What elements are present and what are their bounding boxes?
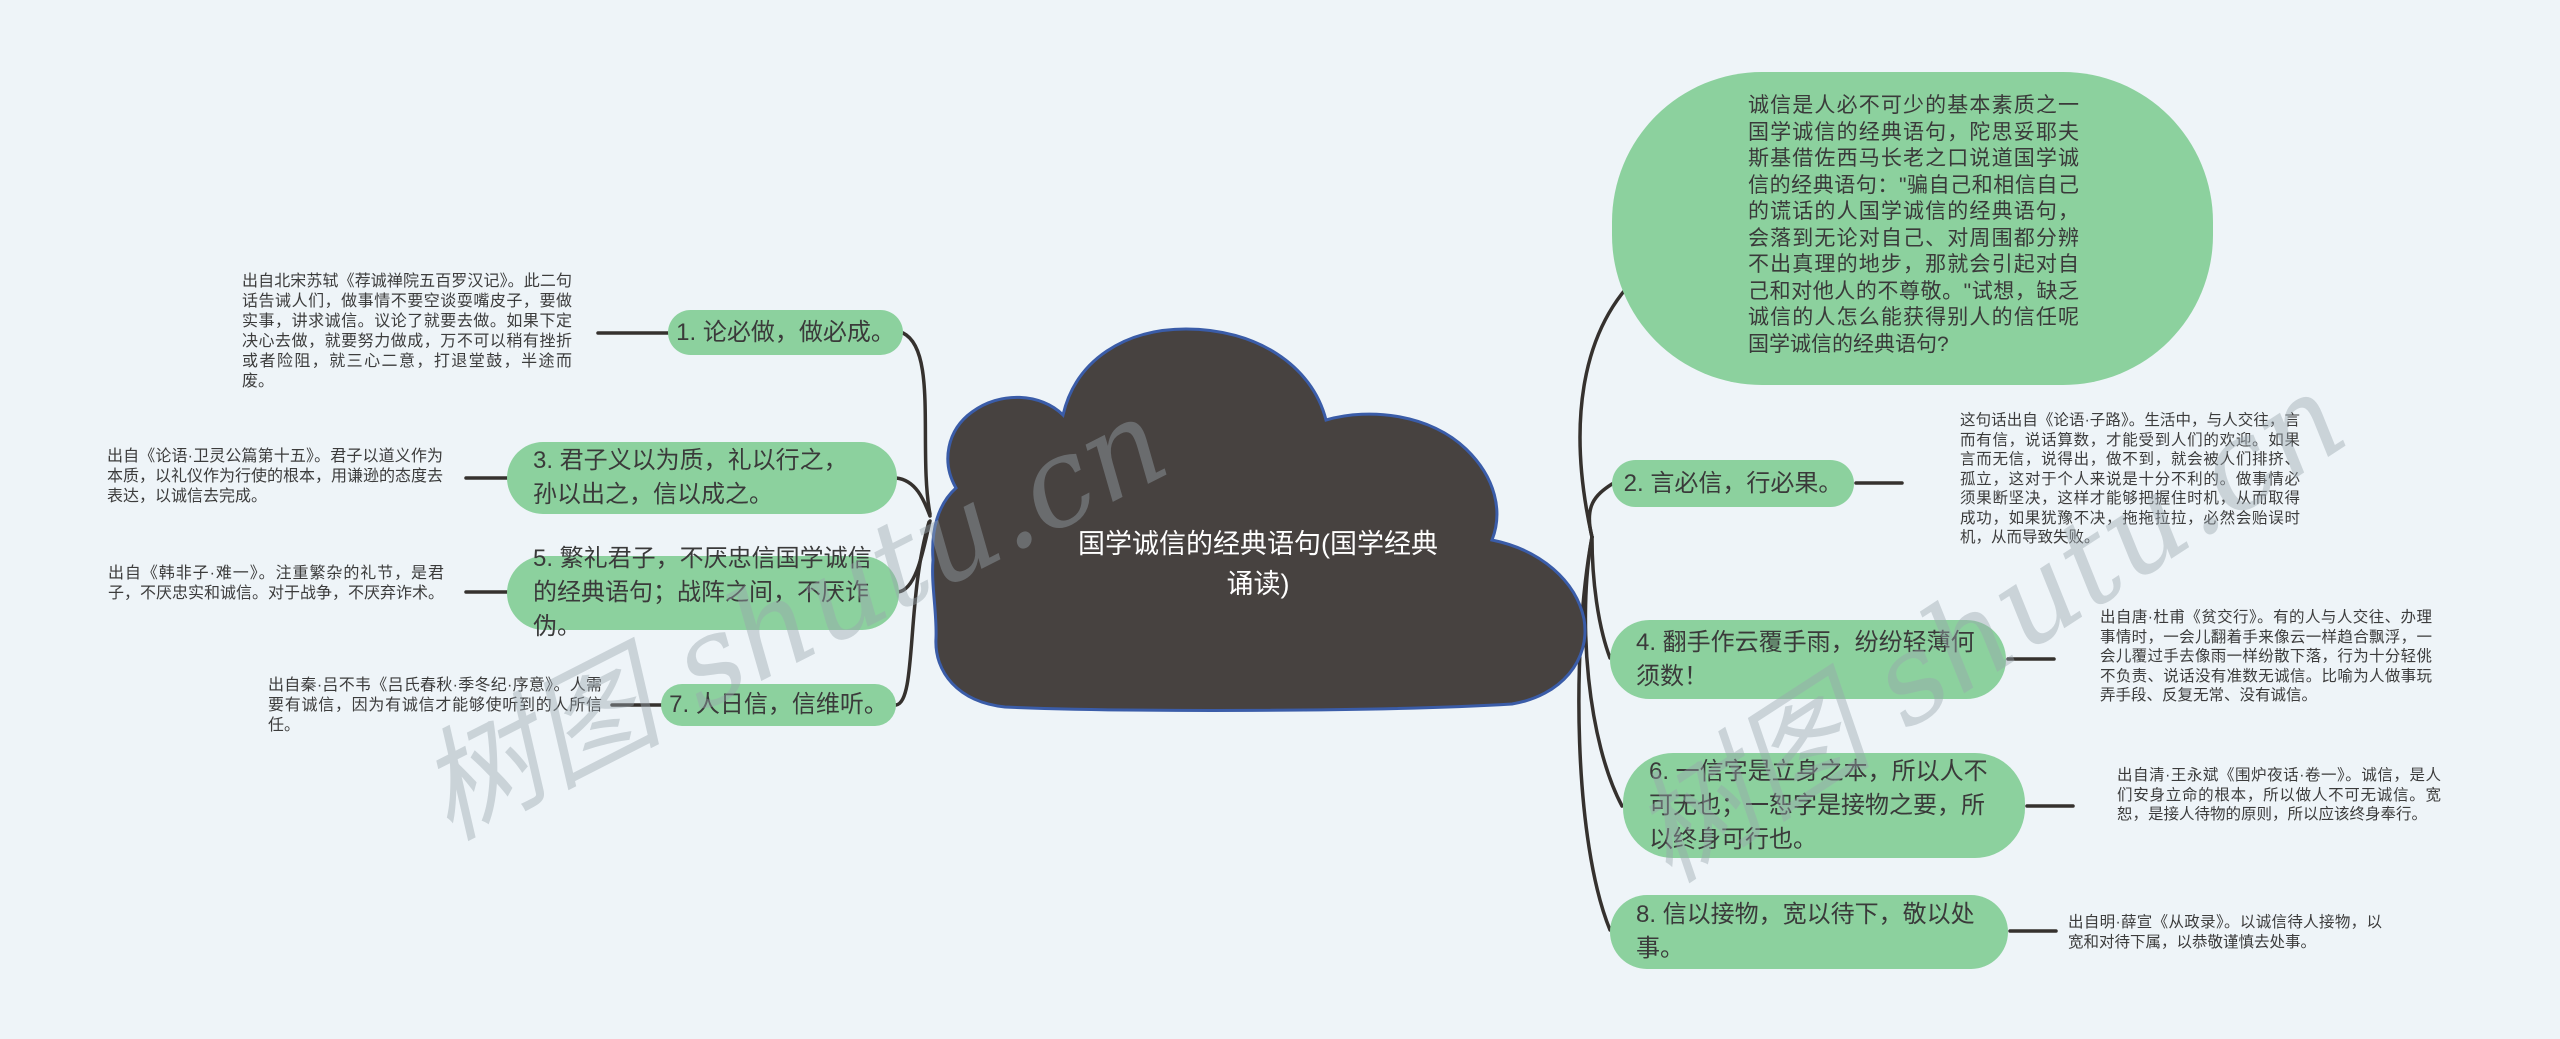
node-6[interactable]: 6. 一信字是立身之本，所以人不可无也；一恕字是接物之要，所以终身可行也。 bbox=[1623, 753, 2025, 858]
cloud-shape[interactable] bbox=[931, 327, 1587, 712]
wire-intro bbox=[1578, 270, 1644, 539]
note-2: 这句话出自《论语·子路》。生活中，与人交往，言而有信，说话算数，才能受到人们的欢… bbox=[1960, 412, 2300, 546]
node-2[interactable]: 2. 言必信，行必果。 bbox=[1612, 460, 1854, 507]
wire-node4 bbox=[1590, 535, 1612, 660]
note-8: 出自明·薛宣《从政录》。以诚信待人接物，以宽和对待下属，以恭敬谨慎去处事。 bbox=[2068, 914, 2382, 951]
note-7: 出自秦·吕不韦《吕氏春秋·季冬纪·序意》。人需要有诚信，因为有诚信才能够使听到的… bbox=[268, 677, 602, 734]
intro-note-bubble[interactable]: 诚信是人必不可少的基本素质之一国学诚信的经典语句，陀思妥耶夫斯基借佐西马长老之口… bbox=[1612, 72, 2213, 385]
note-5: 出自《韩非子·难一》。注重繁杂的礼节，是君子，不厌忠实和诚信。对于战争，不厌弃诈… bbox=[108, 565, 445, 602]
note-4: 出自唐·杜甫《贫交行》。有的人与人交往、办理事情时，一会儿翻着手来像云一样趋合飘… bbox=[2100, 609, 2432, 704]
wire-node3 bbox=[894, 476, 932, 518]
note-6: 出自清·王永斌《围炉夜话·卷一》。诚信，是人们安身立命的根本，所以做人不可无诚信… bbox=[2117, 767, 2441, 823]
note-3: 出自《论语·卫灵公篇第十五》。君子以道义作为本质，以礼仪作为行使的根本，用谦逊的… bbox=[107, 448, 444, 505]
node-4[interactable]: 4. 翻手作云覆手雨，纷纷轻薄何须数！ bbox=[1610, 620, 2006, 699]
node-5[interactable]: 5. 繁礼君子，不厌忠信国学诚信的经典语句；战阵之间，不厌诈伪。 bbox=[507, 545, 899, 640]
wire-node7 bbox=[894, 520, 931, 707]
wire-node8 bbox=[1577, 535, 1612, 932]
node-8[interactable]: 8. 信以接物，宽以待下，敬以处事。 bbox=[1610, 895, 2008, 969]
node-3[interactable]: 3. 君子义以为质，礼以行之，孙以出之，信以成之。 bbox=[507, 442, 897, 514]
central-topic-label[interactable]: 国学诚信的经典语句(国学经典诵读) bbox=[1078, 529, 1438, 599]
note-1: 出自北宋苏轼《荐诚禅院五百罗汉记》。此二句话告诫人们，做事情不要空谈耍嘴皮子，要… bbox=[242, 273, 572, 390]
wire-node2 bbox=[1587, 482, 1614, 539]
node-7[interactable]: 7. 人日信，信维听。 bbox=[661, 684, 896, 726]
node-1[interactable]: 1. 论必做，做必成。 bbox=[668, 310, 903, 355]
wire-node1 bbox=[901, 331, 932, 516]
